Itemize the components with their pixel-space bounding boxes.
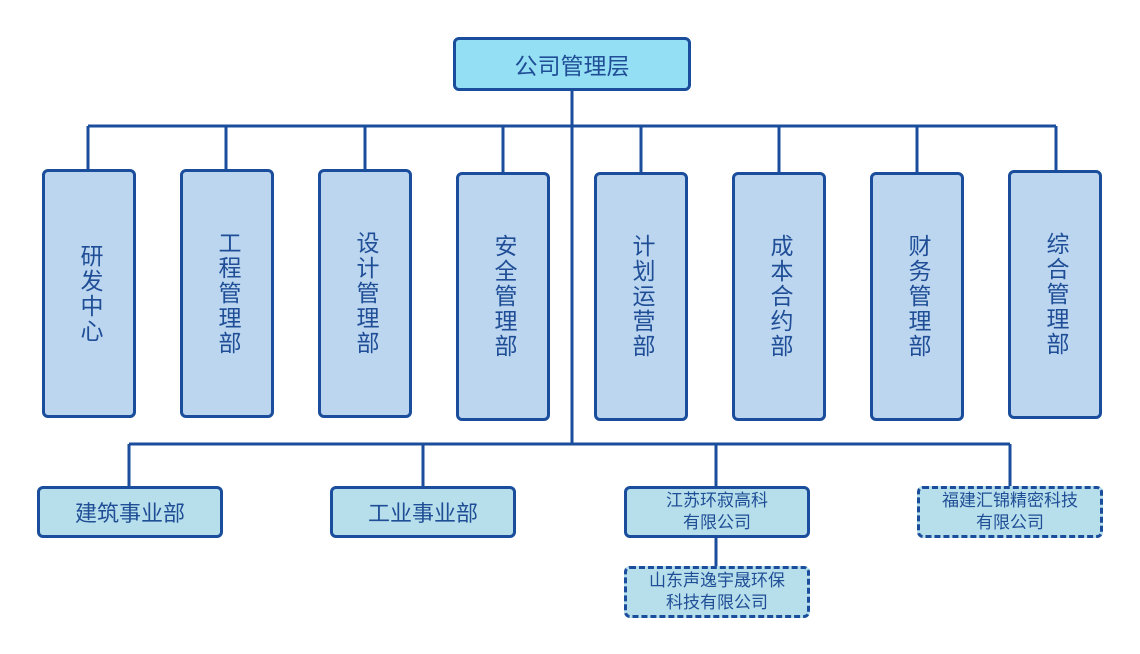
node-label: 福建汇锦精密科技 有限公司 [942,491,1078,533]
node-label: 综合管理部 [1042,232,1068,357]
node-label: 计划运营部 [628,234,654,359]
dept-node-safety[interactable]: 安全管理部 [456,172,550,421]
dept-node-cost-contract[interactable]: 成本合约部 [732,172,826,421]
dept-node-design[interactable]: 设计管理部 [318,169,412,418]
division-node-construction[interactable]: 建筑事业部 [37,486,223,538]
node-label: 工程管理部 [214,231,240,356]
node-label: 设计管理部 [352,231,378,356]
dept-node-rd-center[interactable]: 研发中心 [42,169,136,418]
node-label: 成本合约部 [766,234,792,359]
node-label: 工业事业部 [367,502,478,527]
subsidiary-node-fujian[interactable]: 福建汇锦精密科技 有限公司 [917,486,1103,538]
node-label: 财务管理部 [904,234,930,359]
dept-node-planning[interactable]: 计划运营部 [594,172,688,421]
node-label: 研发中心 [76,243,102,344]
node-label: 安全管理部 [490,234,516,359]
company-management-node[interactable]: 公司管理层 [453,37,691,91]
dept-node-finance[interactable]: 财务管理部 [870,172,964,421]
dept-node-general[interactable]: 综合管理部 [1008,170,1102,419]
division-node-industrial[interactable]: 工业事业部 [330,486,516,538]
node-label: 建筑事业部 [74,502,185,527]
dept-node-engineering[interactable]: 工程管理部 [180,169,274,418]
node-label: 江苏环寂高科 有限公司 [666,491,768,533]
node-label: 山东声逸宇晟环保 科技有限公司 [649,571,785,613]
node-label: 公司管理层 [514,54,630,80]
subsidiary-node-jiangsu[interactable]: 江苏环寂高科 有限公司 [624,486,810,538]
subsidiary-node-shandong[interactable]: 山东声逸宇晟环保 科技有限公司 [624,566,810,618]
